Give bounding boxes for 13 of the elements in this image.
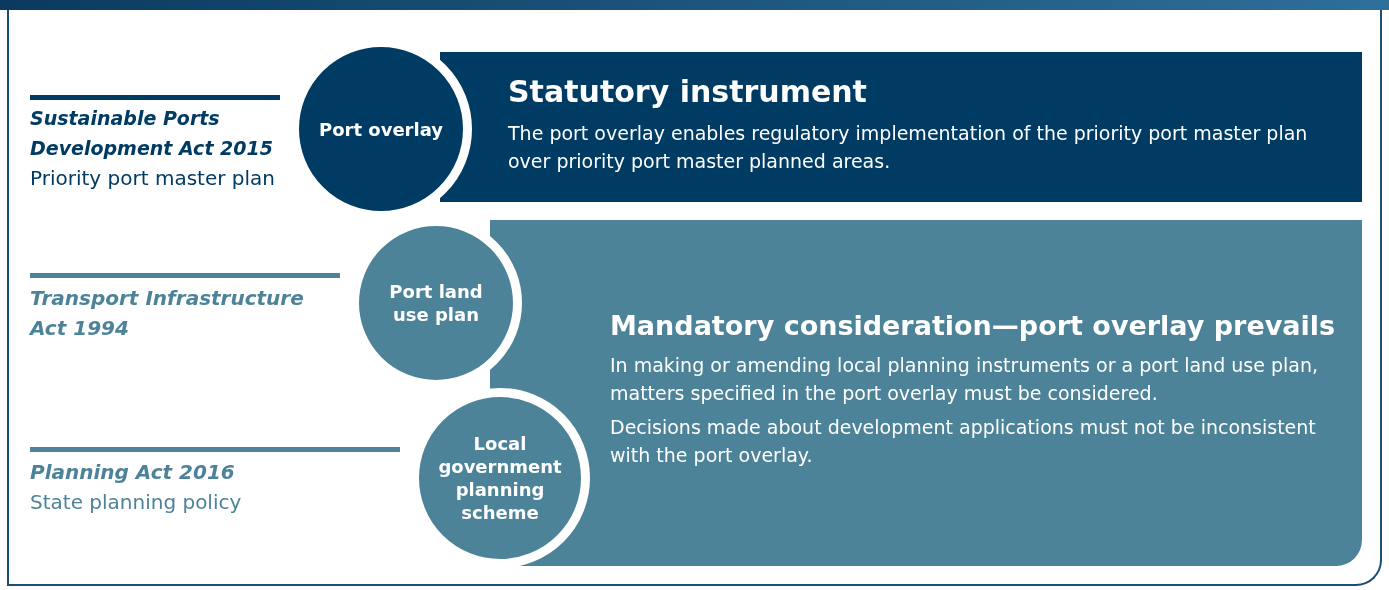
band-heading: Mandatory consideration—port overlay prevails xyxy=(610,310,1332,341)
band-text: In making or amending local planning instruments or a port land use plan, matters specified in the port overlay must be considered. xyxy=(610,353,1319,406)
circle-label: Port overlay xyxy=(319,117,443,141)
band-heading: Statutory instrument xyxy=(508,74,868,109)
act-title: Sustainable Ports Development Act 2015 xyxy=(30,106,274,161)
band-text: The port overlay enables regulatory implementation of the priority port master plan over priority port master planned areas. xyxy=(508,121,1309,174)
circle-label: Port land use plan xyxy=(388,280,484,326)
instrument-text: State planning policy xyxy=(30,489,242,516)
act-title: Planning Act 2016 xyxy=(30,459,236,486)
act-title: Transport Infrastructure Act 1994 xyxy=(30,285,305,342)
circle-label: Local government planning scheme xyxy=(438,432,562,524)
instrument-text: Priority port master plan xyxy=(30,165,275,192)
band-text: Decisions made about development applications must not be inconsistent with the port overlay. xyxy=(610,415,1317,468)
